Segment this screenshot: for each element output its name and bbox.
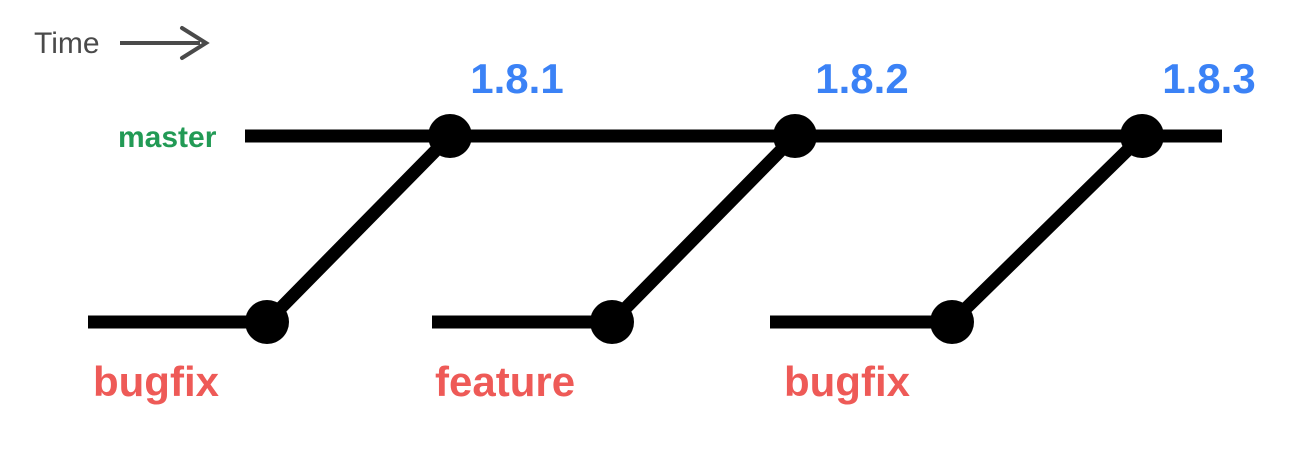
time-axis: Time (34, 26, 210, 60)
version-tag-1-8-2: 1.8.2 (815, 55, 908, 102)
commit-node-bugfix-1[interactable] (245, 300, 289, 344)
merge-line-bugfix-1 (262, 131, 455, 327)
commit-node-feature[interactable] (590, 300, 634, 344)
commit-node-bugfix-2[interactable] (930, 300, 974, 344)
right-arrow-icon-head (180, 26, 210, 60)
merge-line-bugfix-2 (947, 131, 1147, 327)
time-axis-label: Time (34, 27, 100, 60)
version-tag-1-8-1: 1.8.1 (470, 55, 563, 102)
branch-label-feature: feature (435, 358, 575, 405)
branch-label-bugfix-1: bugfix (93, 358, 220, 405)
branch-label-bugfix-2: bugfix (784, 358, 911, 405)
version-tag-1-8-3: 1.8.3 (1162, 55, 1255, 102)
commit-node-1-8-2[interactable] (773, 114, 817, 158)
merge-line-feature (607, 131, 800, 327)
commit-node-1-8-3[interactable] (1120, 114, 1164, 158)
master-branch-label: master (118, 121, 217, 154)
commit-node-1-8-1[interactable] (428, 114, 472, 158)
